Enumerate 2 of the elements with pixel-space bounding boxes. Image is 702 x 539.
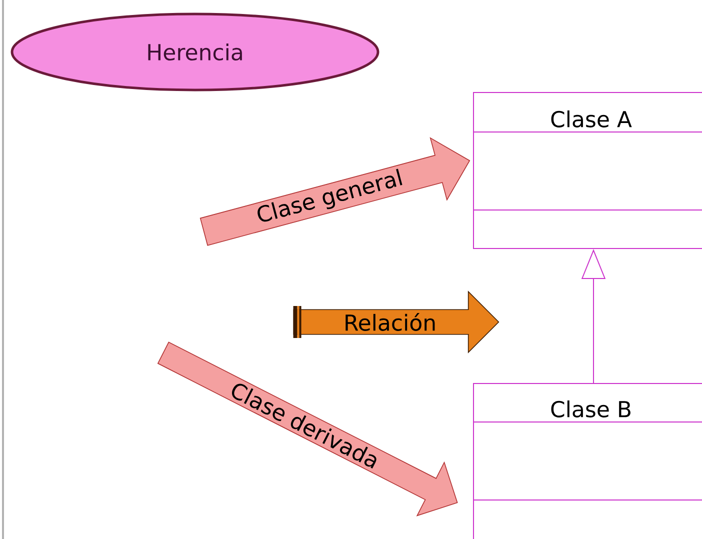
class-box: Clase B (472, 383, 702, 539)
class-box: Clase A (472, 92, 702, 249)
